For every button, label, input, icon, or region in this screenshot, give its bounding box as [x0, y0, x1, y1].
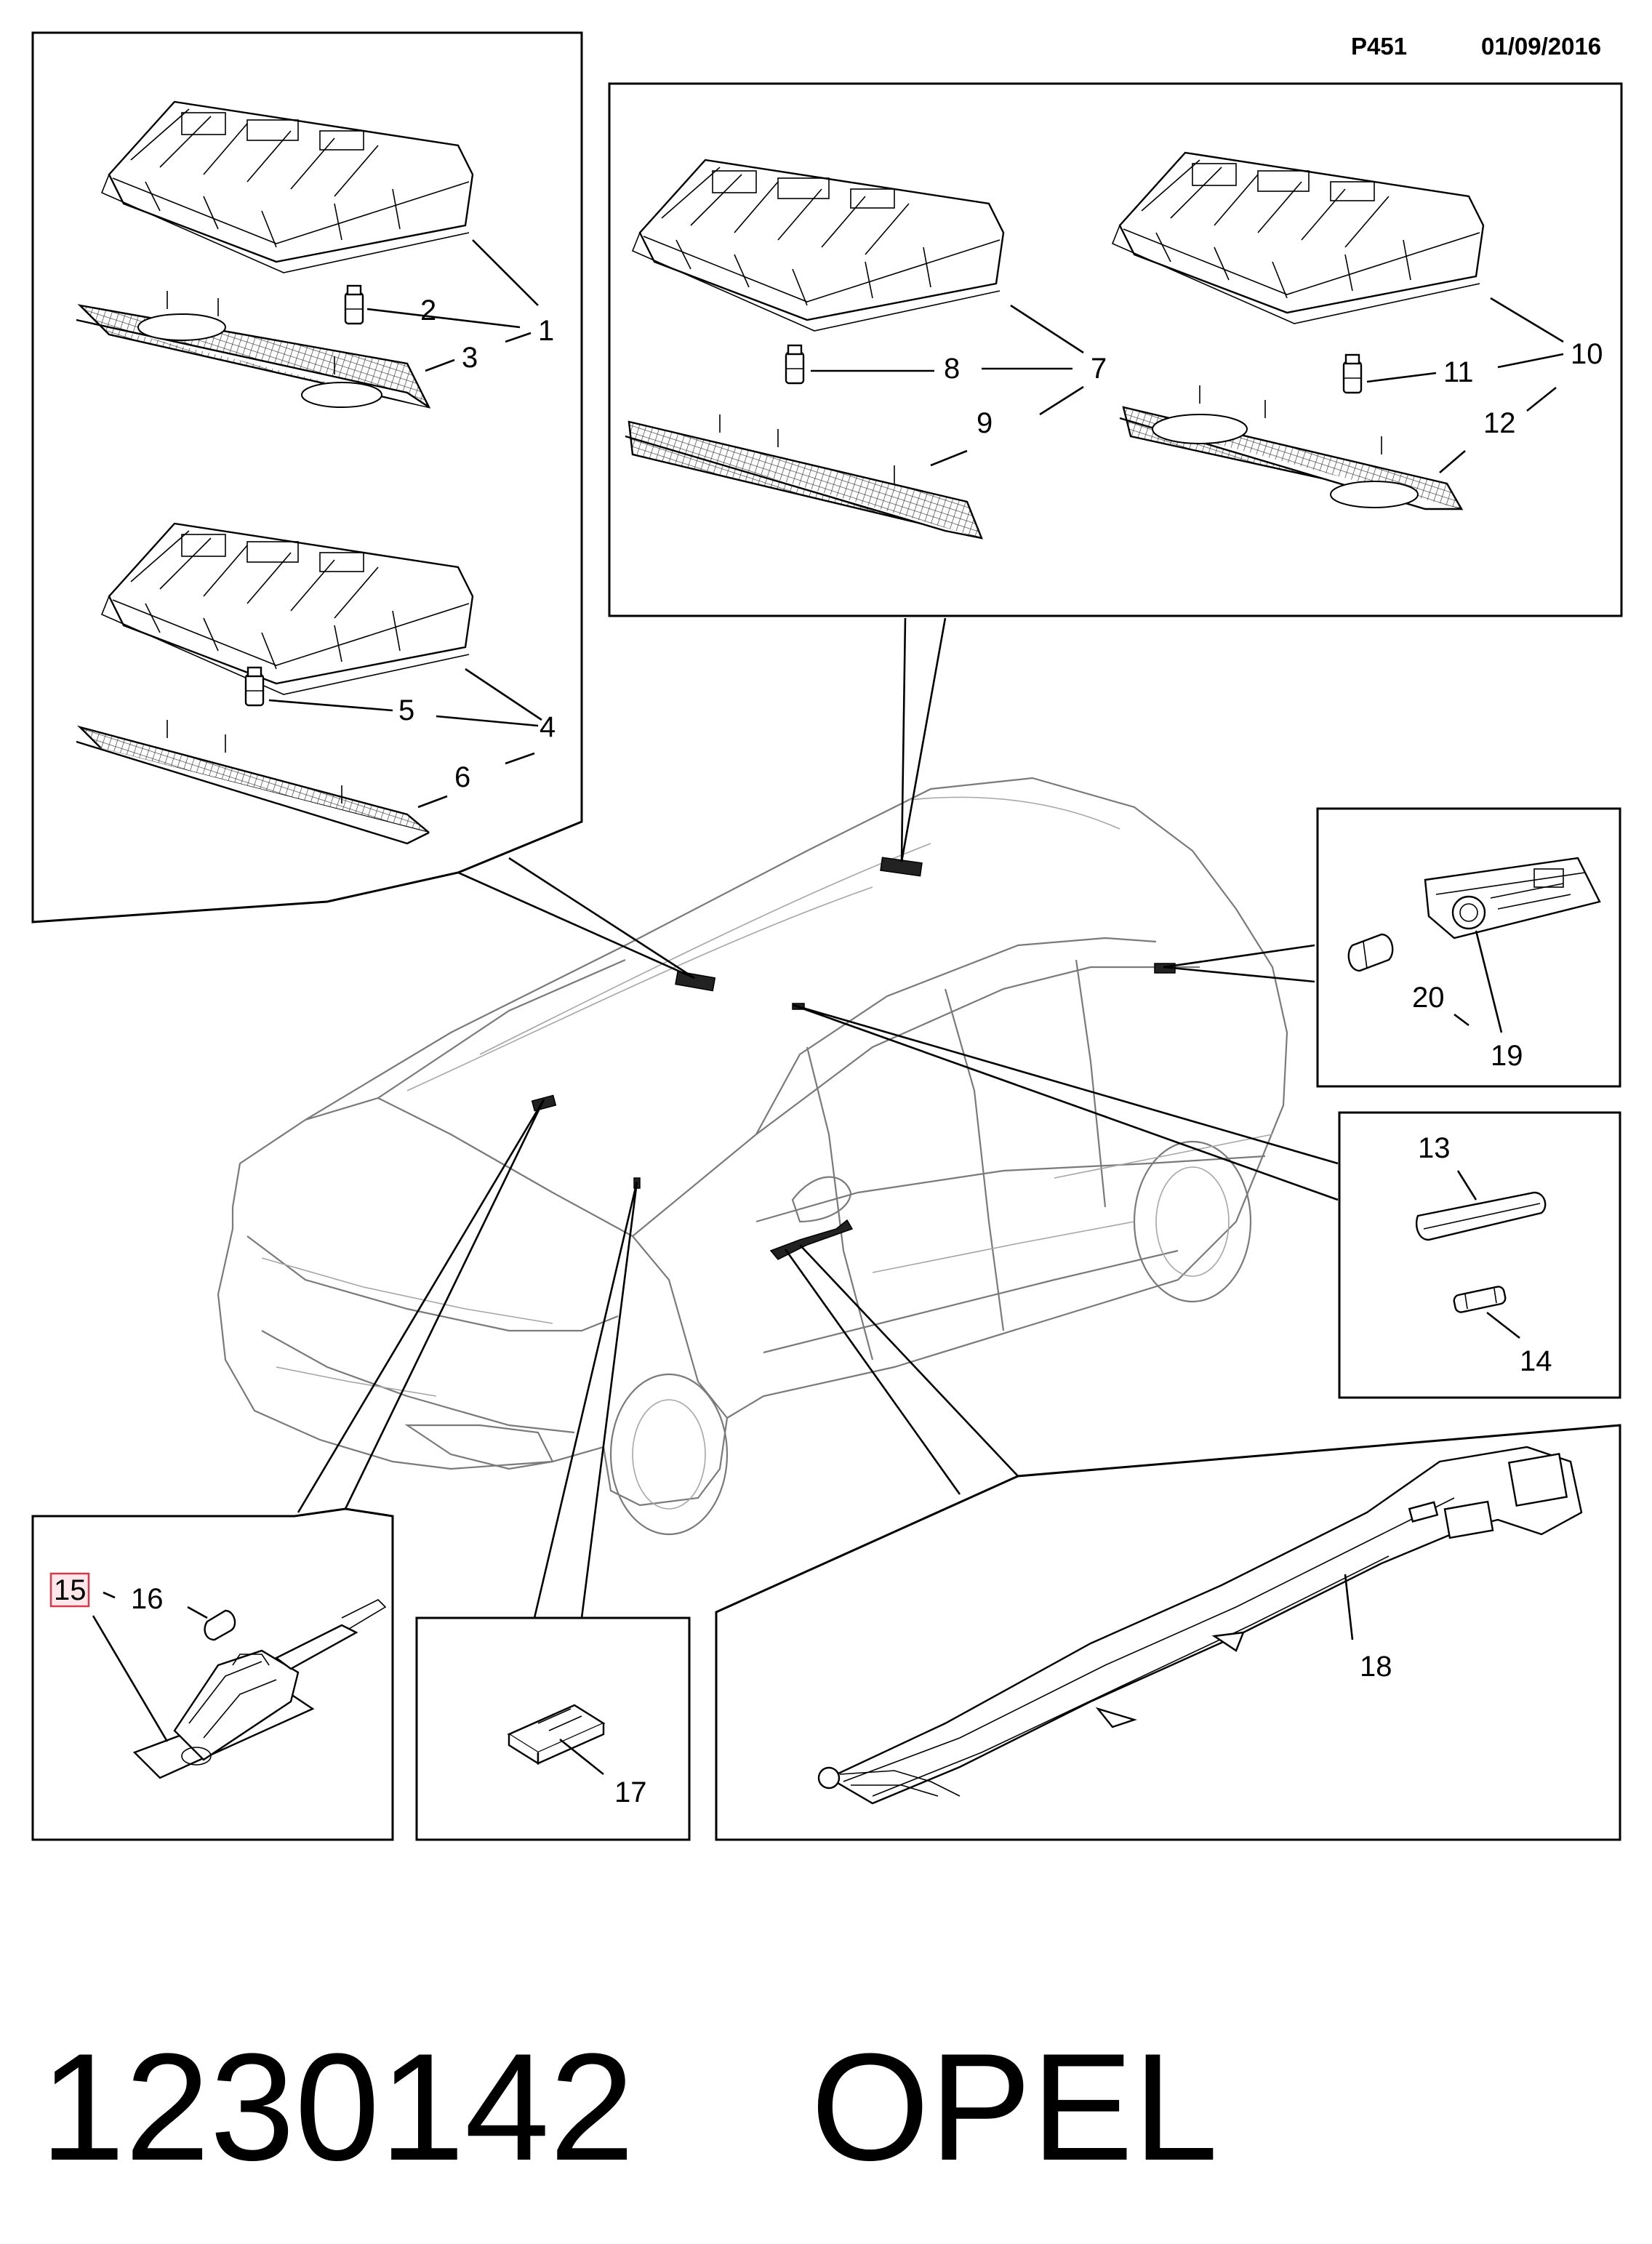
- bulb-2: [344, 284, 364, 325]
- callout-14: 14: [1520, 1345, 1552, 1377]
- callout-15: 15: [54, 1574, 87, 1606]
- callout-13: 13: [1418, 1132, 1451, 1164]
- callout-16: 16: [131, 1583, 164, 1615]
- lens-12: [1119, 385, 1464, 510]
- panel-lens-fuse: 13 14: [1338, 1111, 1621, 1399]
- callout-20: 20: [1412, 982, 1445, 1014]
- callout-19: 19: [1491, 1040, 1523, 1072]
- callout-3: 3: [462, 342, 478, 374]
- callout-2: 2: [420, 294, 436, 326]
- panel-map-lamp: 15 16: [31, 1507, 394, 1841]
- callout-12: 12: [1483, 407, 1516, 439]
- callout-6: 6: [454, 761, 470, 793]
- panel-front-dome-lamps: 2 1 3 5 4 6: [31, 31, 583, 923]
- bulb-8: [785, 344, 805, 385]
- callout-4: 4: [540, 711, 556, 743]
- lens-9: [625, 414, 983, 540]
- callout-7: 7: [1091, 353, 1107, 385]
- callout-5: 5: [398, 694, 414, 726]
- bulb-20: [1347, 933, 1394, 972]
- bulb-5: [244, 666, 265, 707]
- bulb-11: [1342, 353, 1363, 394]
- callout-10: 10: [1571, 338, 1603, 370]
- callout-18: 18: [1360, 1651, 1392, 1683]
- lens-3: [76, 291, 431, 409]
- callout-15-highlight: [49, 1572, 90, 1608]
- revision-date: 01/09/2016: [1481, 33, 1601, 60]
- leader-lines: [297, 617, 1339, 1619]
- part-number: 1230142: [40, 2021, 635, 2192]
- callout-11: 11: [1443, 356, 1474, 388]
- callout-9: 9: [977, 407, 993, 439]
- brand-name: OPEL: [811, 2021, 1218, 2192]
- vehicle-outline: [217, 777, 1288, 1536]
- panel-glovebox-lamp: 20 19: [1316, 807, 1621, 1088]
- map-lamp-15: [132, 1599, 387, 1779]
- callout-8: 8: [944, 353, 960, 385]
- switch-17: [507, 1704, 606, 1766]
- callout-17: 17: [614, 1776, 647, 1808]
- bulb-16: [204, 1609, 236, 1641]
- panel-switch-17: 17: [415, 1616, 691, 1841]
- panel-door-harness: 18: [715, 1424, 1621, 1841]
- lens-13: [1415, 1191, 1547, 1241]
- lens-6: [76, 720, 430, 845]
- page-code: P451: [1351, 33, 1407, 60]
- panel-rear-dome-lamps: 8 7 9 11 10 12: [608, 82, 1623, 617]
- callout-1: 1: [538, 315, 554, 347]
- fuse-14: [1453, 1286, 1507, 1313]
- harness-18: [817, 1446, 1583, 1805]
- lamp-19: [1424, 857, 1601, 939]
